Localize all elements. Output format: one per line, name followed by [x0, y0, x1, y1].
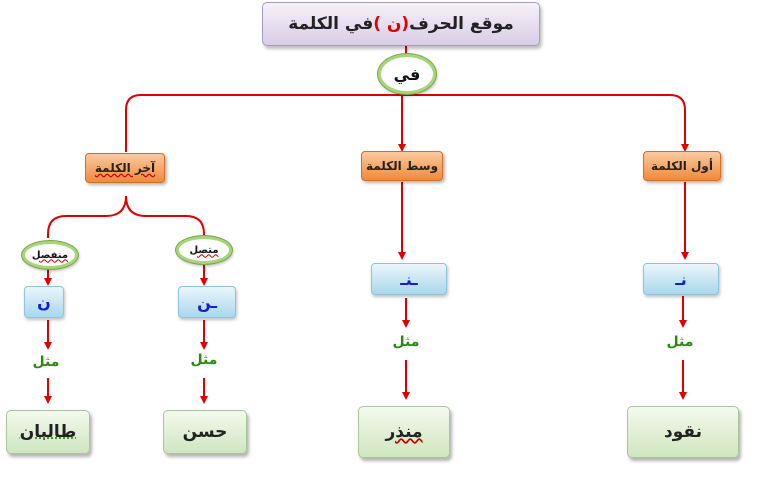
example-label-middle: مثل: [392, 334, 420, 350]
example-first: نقود: [627, 406, 739, 458]
example-last-separated: طالبان: [6, 410, 90, 454]
form-first: نـ: [643, 263, 719, 295]
branch-last-right: [125, 195, 205, 236]
example-label-separated: مثل: [32, 354, 60, 370]
position-last: آخر الكلمة: [85, 153, 165, 183]
connector-oval: في: [378, 54, 436, 94]
example-last-separated-word: طالبان: [19, 422, 77, 442]
form-middle: ـنـ: [371, 263, 447, 295]
example-last-connected: حسن: [163, 410, 247, 454]
example-label-connected: مثل: [190, 352, 218, 368]
position-first: أول الكلمة: [643, 151, 721, 181]
example-middle-word: منذر: [385, 422, 423, 442]
title-prefix: موقع الحرف: [409, 14, 514, 34]
title-letter: (ن ): [373, 14, 410, 34]
form-last-connected: ـن: [178, 286, 236, 318]
branch-last-left: [47, 195, 127, 238]
position-middle: وسط الكلمة: [361, 151, 443, 181]
example-middle: منذر: [358, 406, 450, 458]
diagram-title: موقع الحرف (ن ) في الكلمة: [262, 2, 540, 46]
subtype-connected: متصل: [176, 236, 232, 264]
form-last-separated: ن: [24, 286, 64, 318]
position-last-label: آخر الكلمة: [94, 161, 156, 175]
subtype-separated: منفصل: [22, 241, 78, 269]
title-suffix: في الكلمة: [288, 14, 374, 34]
branch-top: [125, 94, 689, 152]
example-label-first: مثل: [666, 334, 694, 350]
